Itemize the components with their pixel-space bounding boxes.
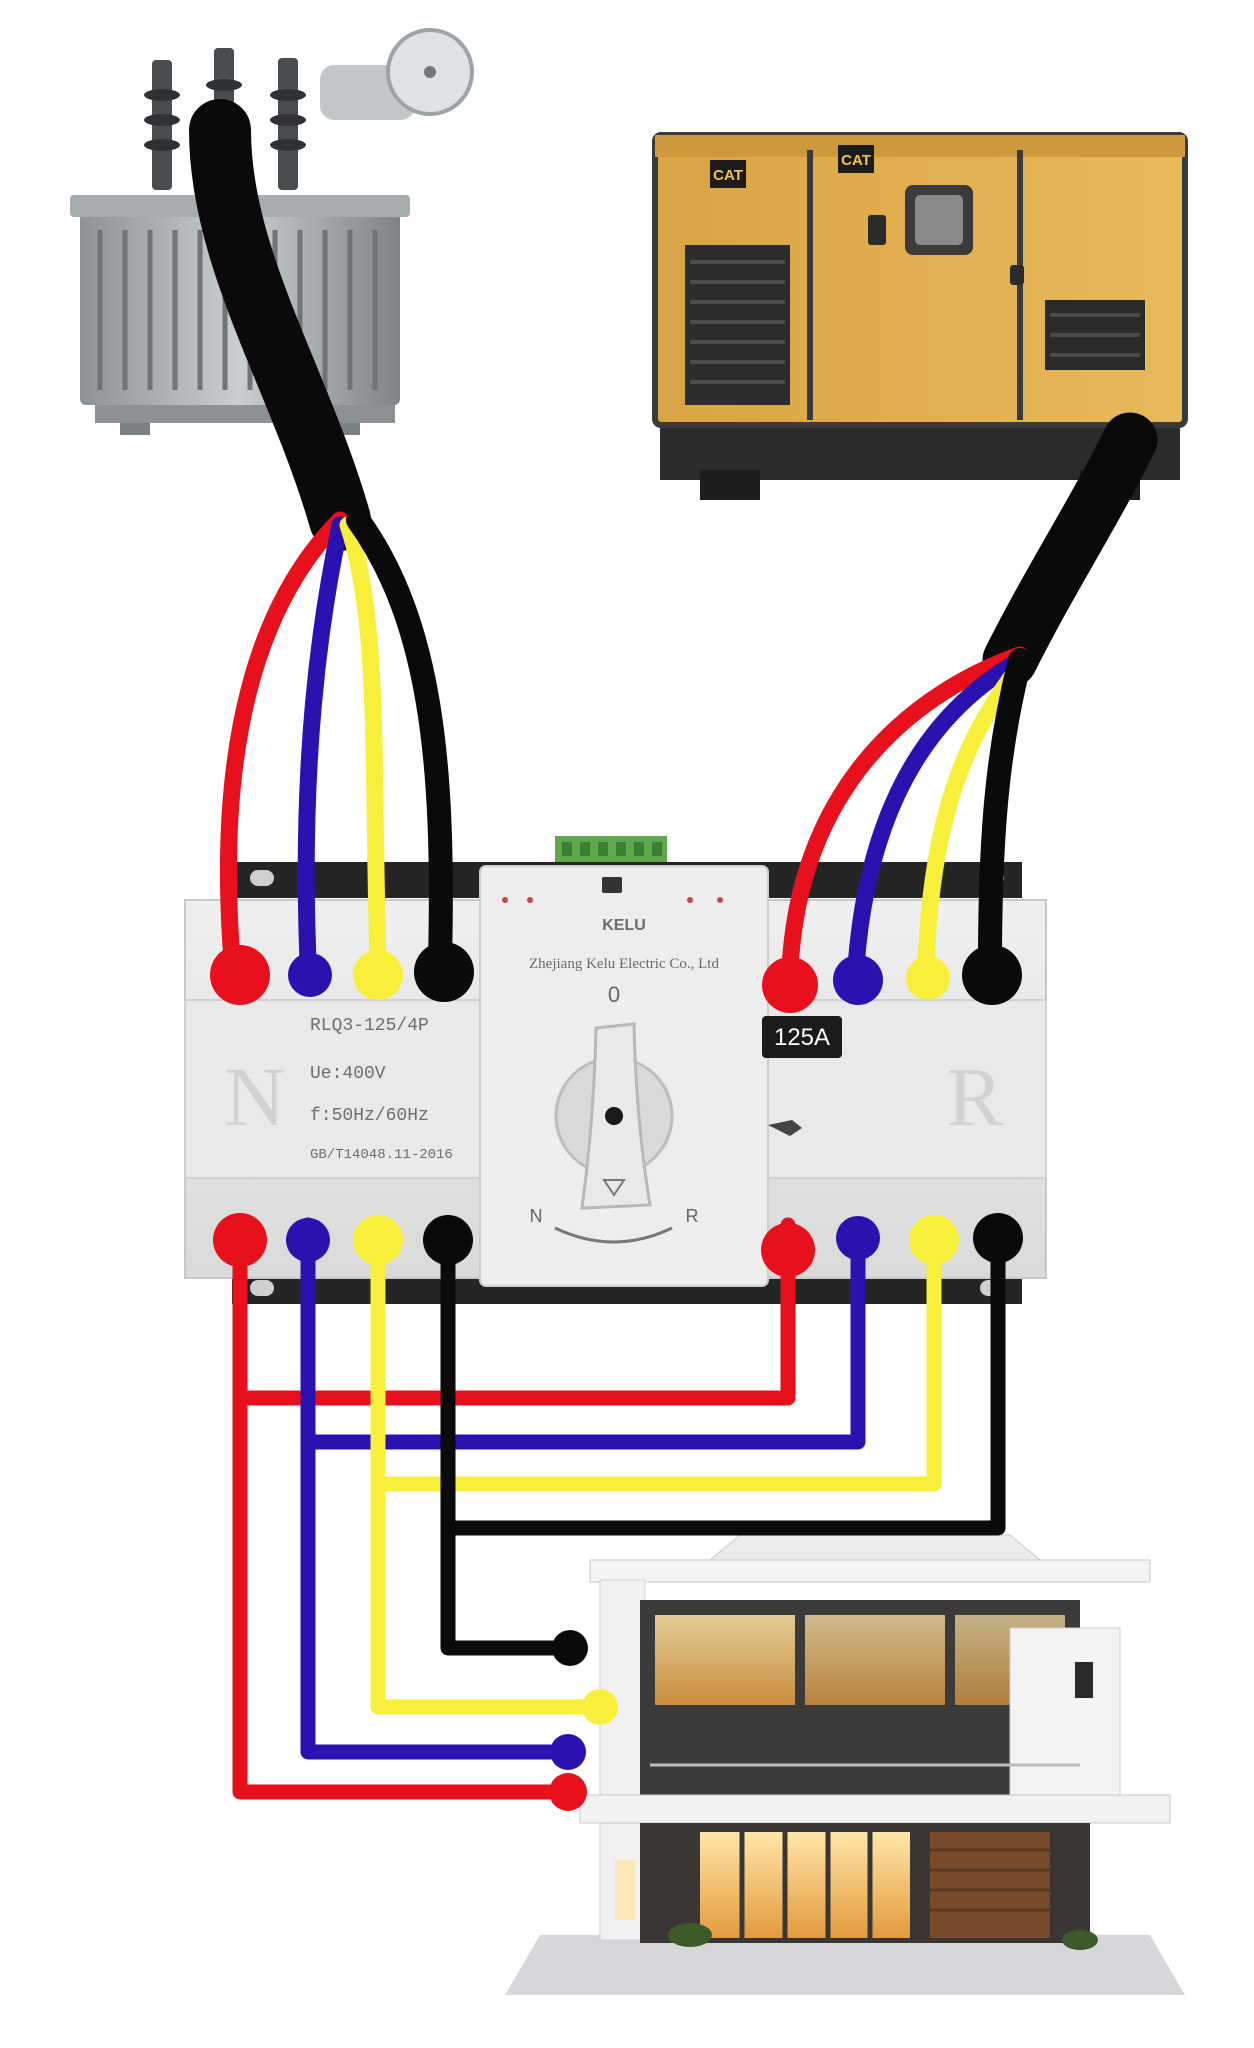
rating-badge-text: 125A: [774, 1024, 830, 1051]
terminal-top-r-red: [762, 957, 818, 1013]
terminal-bottom-r-blue: [836, 1216, 880, 1260]
house-feed-yellow: [370, 1217, 598, 1715]
terminal-bottom-r-red: [761, 1223, 815, 1277]
terminal-top-n-blue: [288, 953, 332, 997]
terminal-top-n-red: [210, 945, 270, 1005]
house-terminals: [549, 1630, 618, 1811]
utility-wire-red: [219, 511, 349, 969]
generator-brand-label-2: CAT: [841, 152, 871, 169]
terminal-top-n-black: [414, 942, 474, 1002]
generator-wire-blue: [847, 651, 1029, 975]
bridge-wire-red: [232, 1217, 796, 1406]
switch-position-n: N: [530, 1206, 543, 1226]
switch-position-r: R: [686, 1206, 699, 1226]
terminal-bottom-r-yellow: [909, 1215, 959, 1265]
generator-wire-red: [781, 646, 1029, 977]
ats-voltage-label: Ue:400V: [310, 1064, 386, 1084]
generator-cable-sheath: [982, 412, 1158, 688]
utility-wire-yellow: [339, 516, 387, 971]
ats-brand: KELU: [602, 917, 646, 934]
modern-house-icon: [505, 1534, 1185, 1995]
switch-position-zero: 0: [608, 982, 620, 1007]
house-feed-blue: [300, 1217, 568, 1760]
generator-brand-plate-2: [838, 145, 874, 173]
utility-wire-black: [346, 508, 453, 972]
bridge-wire-yellow: [370, 1217, 942, 1492]
wiring: [189, 99, 1158, 1800]
utility-cable-sheath: [189, 99, 371, 551]
utility-wire-blue: [297, 516, 349, 971]
house-terminal-yellow: [582, 1689, 618, 1725]
generator-wire-black: [978, 648, 1032, 974]
terminal-bottom-r-black: [973, 1213, 1023, 1263]
terminal-bottom-n-red: [213, 1213, 267, 1267]
generator-brand-plate: [710, 160, 746, 188]
ats-source-r-letter: R: [947, 1051, 1003, 1144]
bridge-wire-black: [440, 1217, 1006, 1536]
bridge-wire-blue: [300, 1217, 866, 1450]
house-feed-black: [440, 1217, 578, 1656]
rating-badge: [762, 1016, 842, 1058]
terminal-bottom-n-yellow: [353, 1215, 403, 1265]
house-terminal-black: [552, 1630, 588, 1666]
ats-switch-body: [184, 836, 1047, 1304]
screw-icon: [768, 1120, 802, 1136]
house-feed-red: [232, 1217, 568, 1800]
ats-frequency-label: f:50Hz/60Hz: [310, 1106, 429, 1126]
ats-standard-label: GB/T14048.11-2016: [310, 1147, 453, 1163]
generator-brand-label: CAT: [713, 167, 743, 184]
house-terminal-blue: [550, 1734, 586, 1770]
terminal-bottom-n-blue: [286, 1218, 330, 1262]
ats-terminals: [210, 942, 1023, 1277]
ats-manufacturer: Zhejiang Kelu Electric Co., Ltd: [529, 956, 719, 972]
ats-source-n-letter: N: [225, 1051, 286, 1144]
control-terminal-block: [555, 836, 667, 862]
terminal-top-n-yellow: [353, 950, 403, 1000]
ats-model-label: RLQ3-125/4P: [310, 1016, 429, 1036]
house-terminal-red: [549, 1773, 587, 1811]
terminal-top-r-blue: [833, 955, 883, 1005]
terminal-top-r-yellow: [906, 956, 950, 1000]
terminal-top-r-black: [962, 945, 1022, 1005]
terminal-bottom-n-black: [423, 1215, 473, 1265]
